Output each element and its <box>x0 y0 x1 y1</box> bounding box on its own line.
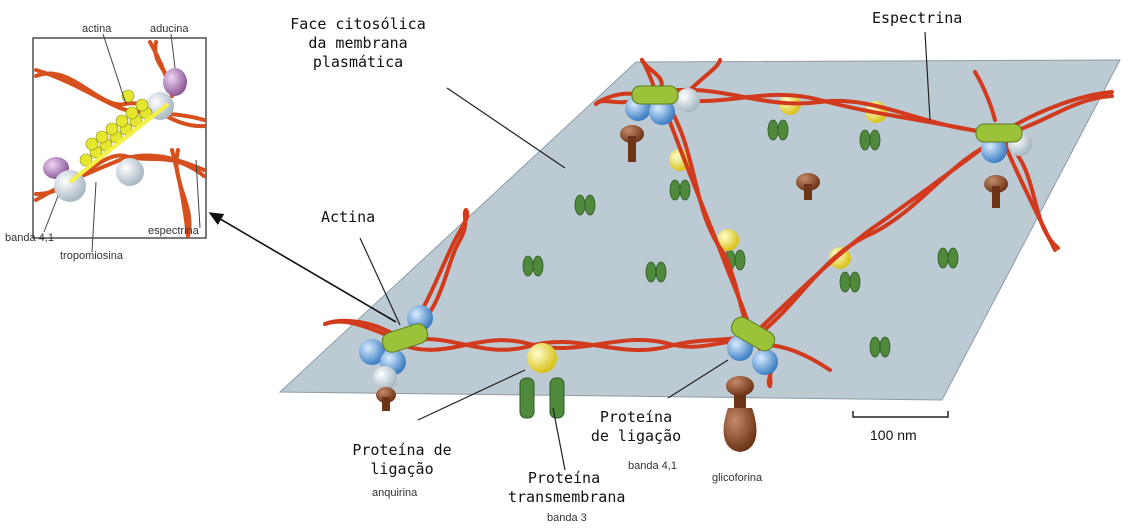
label-lig1-line1: Proteína de <box>347 441 457 460</box>
label-lig1-line2: ligação <box>347 460 457 479</box>
label-trans-line2: transmembrana <box>508 488 620 507</box>
label-anquirina: anquirina <box>372 487 417 500</box>
inset-label-actina: actina <box>82 23 111 36</box>
label-lig2-line2: de ligação <box>586 427 686 446</box>
glycophorin-large <box>724 376 757 452</box>
label-face-line1: Face citosólica <box>288 15 428 34</box>
label-banda3: banda 3 <box>547 512 587 525</box>
label-face-line3: plasmática <box>288 53 428 72</box>
label-proteina-ligacao-anquirina: Proteína de ligação <box>347 441 457 479</box>
label-espectrina: Espectrina <box>872 9 962 28</box>
label-banda41-main: banda 4,1 <box>628 460 677 473</box>
label-proteina-ligacao-banda41: Proteína de ligação <box>586 408 686 446</box>
inset-label-tropomiosina: tropomiosina <box>60 250 123 263</box>
label-proteina-transmembrana: Proteína transmembrana <box>508 469 620 507</box>
label-face-line2: da membrana <box>288 34 428 53</box>
label-trans-line1: Proteína <box>508 469 620 488</box>
inset-panel <box>33 34 206 252</box>
inset-arrow <box>210 213 396 322</box>
inset-label-espectrina: espectrina <box>148 225 199 238</box>
label-face-citosolica: Face citosólica da membrana plasmática <box>288 15 428 72</box>
label-lig2-line1: Proteína <box>586 408 686 427</box>
inset-label-banda41: banda 4,1 <box>5 232 54 245</box>
label-actina: Actina <box>321 208 375 227</box>
label-glicoforina: glicoforina <box>712 472 762 485</box>
scale-label: 100 nm <box>870 427 917 443</box>
scale-bar <box>853 411 948 417</box>
inset-label-aducina: aducina <box>150 23 189 36</box>
